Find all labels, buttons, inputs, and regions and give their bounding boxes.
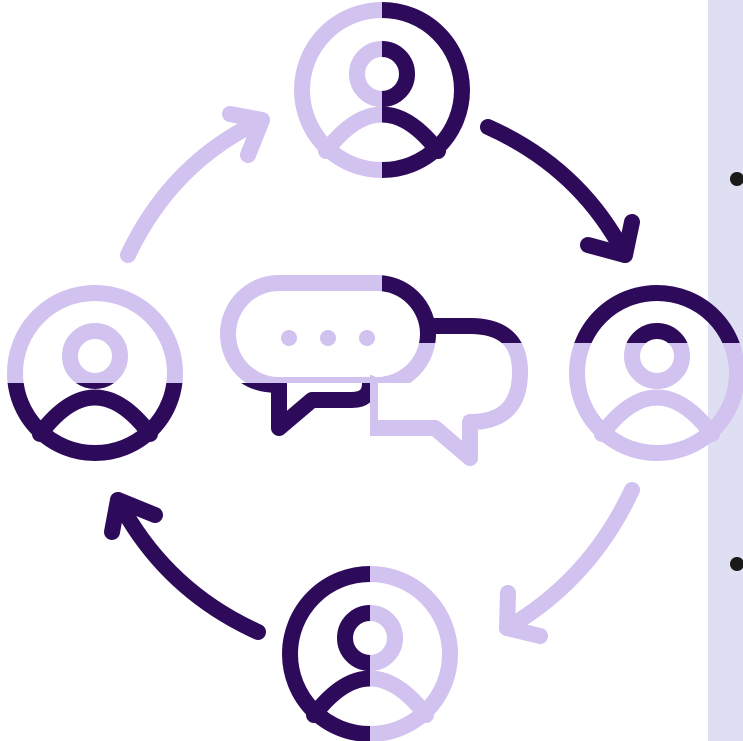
typing-dots [281, 330, 375, 346]
user-avatar-icon-top [294, 2, 470, 178]
list-bullet [730, 557, 743, 571]
avatar-dark-half [574, 285, 740, 343]
cycle-arrow-icon-bottom-right [499, 482, 640, 644]
user-avatar-icon-right [569, 285, 743, 461]
cycle-arrow-icon-bottom-left [104, 492, 266, 640]
user-avatar-icon-bottom [282, 566, 458, 741]
user-avatar-icon-left [7, 285, 183, 461]
avatar-light-half [370, 566, 458, 741]
cycle-arrow-icon-top-left [120, 106, 270, 263]
speech-bubble-icon [220, 275, 528, 466]
avatar-dark-half [7, 383, 183, 461]
cycle-arrow-icon-top-right [480, 119, 640, 263]
avatar-light-half [569, 343, 743, 461]
avatar-dark-half [382, 2, 470, 178]
list-bullet [730, 172, 743, 186]
avatar-light-half [294, 2, 382, 178]
avatar-light-half [7, 285, 183, 383]
avatar-dark-half [282, 566, 370, 741]
